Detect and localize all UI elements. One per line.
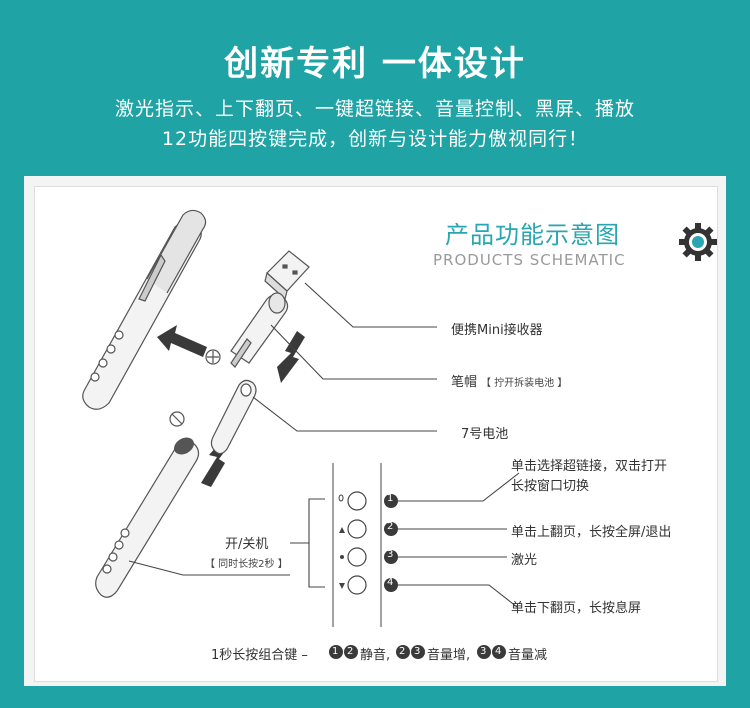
combo-3b: 4 [495, 646, 502, 657]
section-subtitle: PRODUCTS SCHEMATIC [433, 251, 626, 269]
label-cap: 笔帽 [451, 375, 478, 390]
assembled-pen-illustration [82, 209, 207, 410]
combo-prefix: 1秒长按组合键 – [211, 648, 308, 663]
key-2-desc: 单击上翻页，长按全屏/退出 [511, 525, 672, 540]
label-receiver: 便携Mini接收器 [451, 323, 543, 338]
button-panel [332, 463, 382, 627]
key-badge-4: 4 [387, 577, 394, 588]
key-leaders [398, 472, 520, 608]
page-title: 创新专利 一体设计 [224, 44, 526, 84]
key-badge-2: 2 [387, 521, 394, 532]
schematic-card: 产品功能示意图 PRODUCTS SCHEMATIC [34, 186, 718, 682]
combo-3a: 3 [480, 646, 487, 657]
combo-1a: 1 [332, 646, 339, 657]
combo-2b: 3 [414, 646, 421, 657]
label-power: 开/关机 [225, 537, 269, 552]
keypad-buttons [347, 491, 367, 595]
combo-2a: 2 [399, 646, 406, 657]
combo-1-label: 静音, [360, 648, 391, 663]
key-4-desc: 单击下翻页，长按息屏 [511, 601, 642, 616]
up-triangle-icon [339, 527, 345, 533]
leader-lines [128, 282, 437, 588]
key-1-desc-line2: 长按窗口切换 [511, 479, 590, 494]
combo-3-label: 音量减 [508, 648, 548, 663]
combo-1b: 2 [347, 646, 354, 657]
link-icon [338, 494, 344, 502]
pen-body-illustration [95, 437, 200, 598]
key-number-badges [384, 494, 398, 592]
key-2 [347, 519, 367, 539]
label-battery: 7号电池 [461, 427, 509, 442]
key-3-desc: 激光 [511, 553, 538, 568]
down-triangle-icon [339, 583, 345, 589]
screw-illustration [169, 349, 221, 427]
label-power-note: 【 同时长按2秒 】 [205, 559, 288, 570]
gear-icon [679, 223, 717, 261]
key-symbols [338, 494, 345, 589]
laser-icon [340, 555, 344, 559]
section-title: 产品功能示意图 [445, 221, 620, 249]
label-cap-note: 【 拧开拆装电池 】 [481, 378, 568, 389]
key-badge-3: 3 [387, 549, 394, 560]
schematic-drawing [82, 209, 520, 659]
cap-illustration [230, 292, 289, 368]
key-3 [347, 547, 367, 567]
combo-badges [329, 645, 506, 659]
receiver-illustration [264, 250, 310, 301]
schematic-panel: 产品功能示意图 PRODUCTS SCHEMATIC [24, 176, 726, 686]
key-badge-1: 1 [387, 493, 394, 504]
key-1 [347, 491, 367, 511]
key-1-desc-line1: 单击选择超链接，双击打开 [511, 459, 668, 474]
battery-illustration [210, 379, 257, 455]
feature-line-2: 12功能四按键完成，创新与设计能力傲视同行！ [161, 128, 589, 150]
feature-line-1: 激光指示、上下翻页、一键超链接、音量控制、黑屏、播放 [114, 98, 635, 120]
key-4 [347, 575, 367, 595]
combo-2-label: 音量增, [427, 648, 471, 663]
